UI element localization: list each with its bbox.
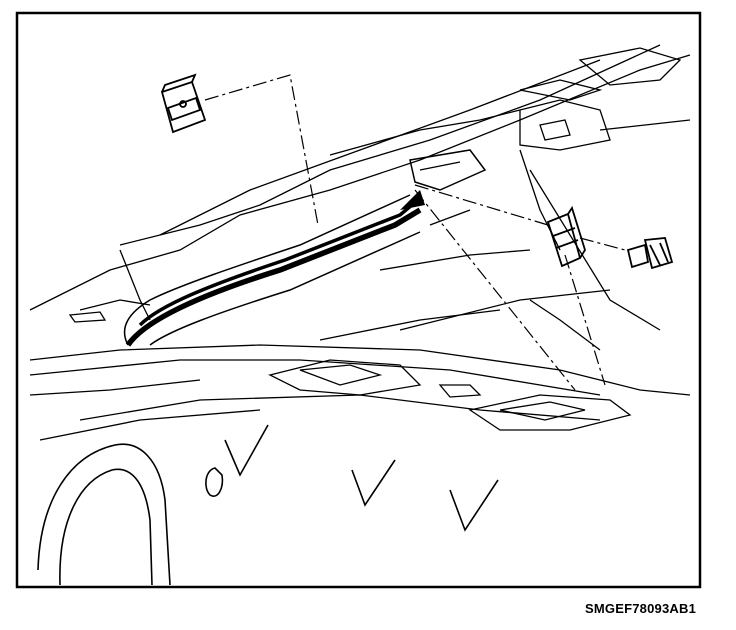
- screw-fastener: [626, 237, 674, 270]
- attachment-arrow: [400, 190, 425, 210]
- trim-panel: [123, 149, 487, 347]
- illustration-border: [15, 11, 702, 589]
- vehicle-body-panels: [29, 44, 691, 441]
- wheel-arch: [37, 443, 171, 586]
- leader-lines: [204, 74, 626, 391]
- panel-notches: [205, 424, 499, 532]
- clip-part-upper: [160, 73, 207, 134]
- clip-part-right: [546, 205, 586, 268]
- figure-reference-code: SMGEF78093AB1: [585, 601, 696, 616]
